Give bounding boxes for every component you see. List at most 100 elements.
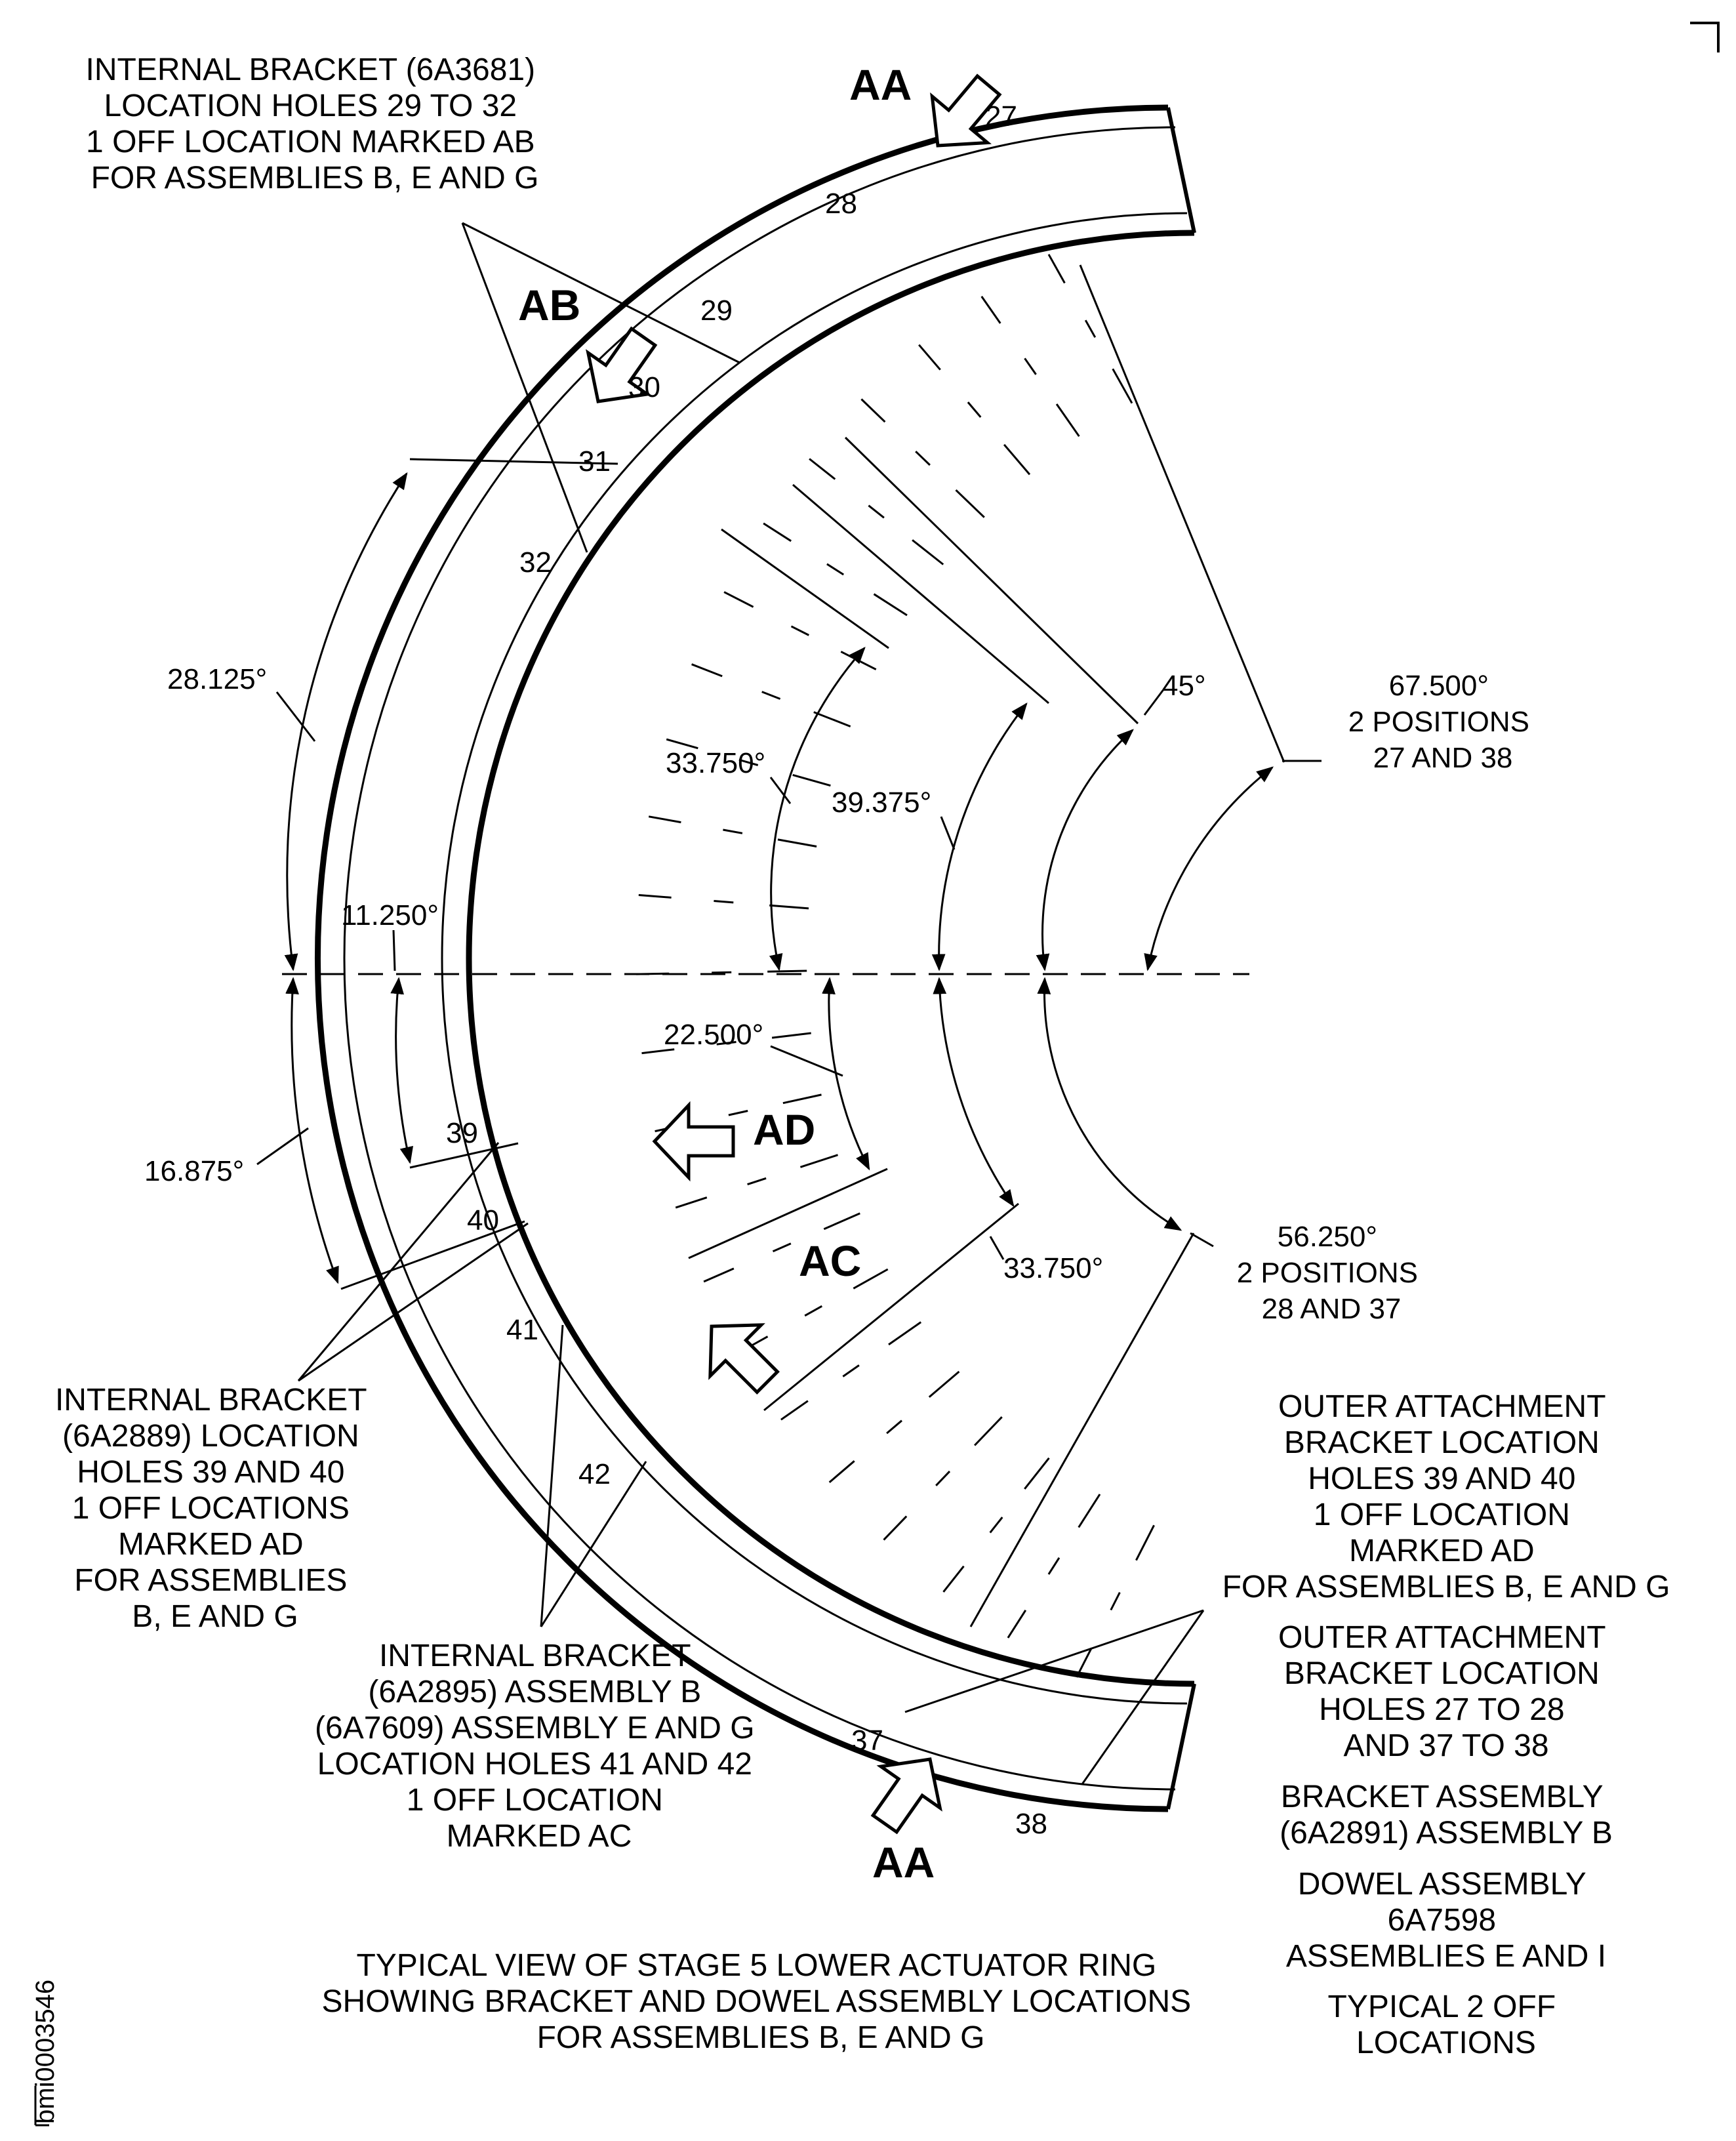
inner-hole-mark xyxy=(1078,1494,1101,1528)
inner-hole-mark xyxy=(873,593,908,617)
centre-hole-dash xyxy=(804,1305,823,1317)
inner-hole-mark xyxy=(1003,443,1031,476)
angle-label-39-375: 39.375° xyxy=(832,786,931,819)
outer-hole-mark xyxy=(883,1515,908,1541)
centre-hole-dash xyxy=(1084,319,1097,338)
centre-hole-dash xyxy=(716,1041,737,1046)
centre-hole-dash xyxy=(761,691,781,700)
view-label-ab: AB xyxy=(518,281,580,329)
leader-33-750 xyxy=(769,777,792,804)
outer-hole-mark xyxy=(666,738,698,750)
angle-labels: 28.125° 11.250° 16.875° 33.750° 39.375° … xyxy=(144,663,1538,1325)
view-label-ac: AC xyxy=(799,1236,861,1285)
angle-label-33-750-top: 33.750° xyxy=(666,747,765,779)
outer-hole-mark xyxy=(703,1267,735,1283)
leader-ab-2 xyxy=(461,222,588,553)
outer-hole-mark xyxy=(809,458,836,480)
drawing-id-group: bmi0003546 xyxy=(31,1980,60,2127)
hole-number-32: 32 xyxy=(519,546,552,579)
inner-hole-mark xyxy=(1024,1457,1050,1490)
outer-hole-mark xyxy=(942,1565,965,1593)
leader-ad-1 xyxy=(297,1142,500,1381)
hole-number-27: 27 xyxy=(985,100,1017,133)
radial-line-45 xyxy=(844,436,1139,725)
hole-number-31: 31 xyxy=(578,445,611,478)
dim-arc-28-125 xyxy=(284,472,408,971)
inner-hole-mark xyxy=(823,1212,860,1231)
leader-16-875 xyxy=(256,1127,309,1166)
actuator-ring xyxy=(314,104,1196,1812)
ring-outer-edge xyxy=(314,104,1169,1812)
leader-ac-1 xyxy=(540,1324,564,1627)
leader-outer-2 xyxy=(1081,1610,1205,1785)
arrow-ab-icon xyxy=(586,326,658,403)
hole-number-37: 37 xyxy=(851,1724,883,1757)
ring-inner-outer-edge xyxy=(441,212,1188,1705)
figure-caption: TYPICAL VIEW OF STAGE 5 LOWER ACTUATOR R… xyxy=(322,1948,1200,2055)
dim-arc-45 xyxy=(1036,729,1134,971)
leader-33-750-b xyxy=(989,1236,1005,1260)
outer-hole-mark xyxy=(1007,1609,1027,1639)
view-arrows xyxy=(586,73,1002,1835)
ring-inner-edge xyxy=(466,230,1195,1687)
angle-label-67-500: 67.500° 2 POSITIONS 27 AND 38 xyxy=(1348,670,1538,774)
inner-hole-mark xyxy=(1135,1524,1155,1561)
radial-line-56 xyxy=(969,1233,1195,1627)
inner-hole-mark xyxy=(813,711,851,727)
inner-hole-mark xyxy=(974,1416,1003,1446)
outer-hole-mark xyxy=(1047,254,1066,284)
centre-hole-dash xyxy=(1024,357,1037,375)
view-label-ad: AD xyxy=(753,1105,815,1154)
outer-hole-mark xyxy=(675,1196,708,1209)
centre-hole-dash xyxy=(747,1177,767,1186)
hole-numbers: 27 28 29 30 31 32 39 40 41 42 37 38 xyxy=(446,100,1047,1840)
inner-hole-mark xyxy=(928,1370,960,1398)
view-label-aa-bottom: AA xyxy=(872,1838,935,1886)
hole-number-40: 40 xyxy=(467,1204,499,1236)
leader-ac-2 xyxy=(540,1461,647,1627)
leader-39-375 xyxy=(940,816,956,850)
outer-hole-mark xyxy=(641,1048,675,1055)
leader-11-250 xyxy=(392,929,396,971)
dimension-arcs xyxy=(284,472,1274,1284)
centre-hole-dash xyxy=(868,504,885,519)
inner-hole-mark xyxy=(1112,368,1133,404)
outer-hole-mark xyxy=(828,1460,855,1483)
note-outer-bracket-27-28: OUTER ATTACHMENT BRACKET LOCATION HOLES … xyxy=(1278,1620,1614,1763)
leader-22-500 xyxy=(770,1045,843,1077)
dim-arc-16-875 xyxy=(285,977,339,1284)
hole-number-30: 30 xyxy=(628,371,660,403)
note-outer-bracket-39-40: OUTER ATTACHMENT BRACKET LOCATION HOLES … xyxy=(1222,1389,1670,1604)
centre-hole-dash xyxy=(1047,1557,1060,1575)
centre-hole-dash xyxy=(772,1242,792,1253)
note-dowel-assembly: DOWEL ASSEMBLY 6A7598 ASSEMBLIES E AND I xyxy=(1286,1867,1606,1974)
inner-hole-mark xyxy=(771,1032,811,1039)
angle-label-16-875: 16.875° xyxy=(144,1155,244,1187)
arrow-ac-icon xyxy=(708,1323,780,1395)
note-bracket-assembly-6a2891: BRACKET ASSEMBLY (6A2891) ASSEMBLY B xyxy=(1280,1780,1613,1850)
centre-hole-dash xyxy=(842,1364,860,1377)
radial-line-33 xyxy=(721,528,889,649)
dim-arc-33-750 xyxy=(769,647,866,971)
inner-hole-mark xyxy=(888,1321,922,1346)
dim-arc-33-750-b xyxy=(933,977,1015,1208)
leader-outer-1 xyxy=(904,1609,1204,1713)
centre-hole-dash xyxy=(967,401,982,418)
angle-label-45: 45° xyxy=(1162,670,1206,702)
hole-number-42: 42 xyxy=(578,1458,611,1490)
note-internal-bracket-6a3681: INTERNAL BRACKET (6A3681) LOCATION HOLES… xyxy=(86,52,544,195)
radial-line-67 xyxy=(1079,264,1285,763)
centre-hole-dash xyxy=(989,1517,1003,1534)
centre-hole-dash xyxy=(790,625,809,636)
angle-label-22-500: 22.500° xyxy=(664,1019,763,1051)
radial-line-11 xyxy=(409,1142,519,1169)
inner-hole-mark xyxy=(777,838,817,847)
outer-hole-mark xyxy=(918,344,941,371)
radial-lines xyxy=(340,264,1285,1627)
hole-number-38: 38 xyxy=(1015,1808,1047,1840)
angle-label-11-250: 11.250° xyxy=(341,899,439,931)
centre-hole-dash xyxy=(826,563,845,576)
dim-arc-67-500 xyxy=(1144,766,1274,971)
view-label-aa-top: AA xyxy=(849,60,912,109)
